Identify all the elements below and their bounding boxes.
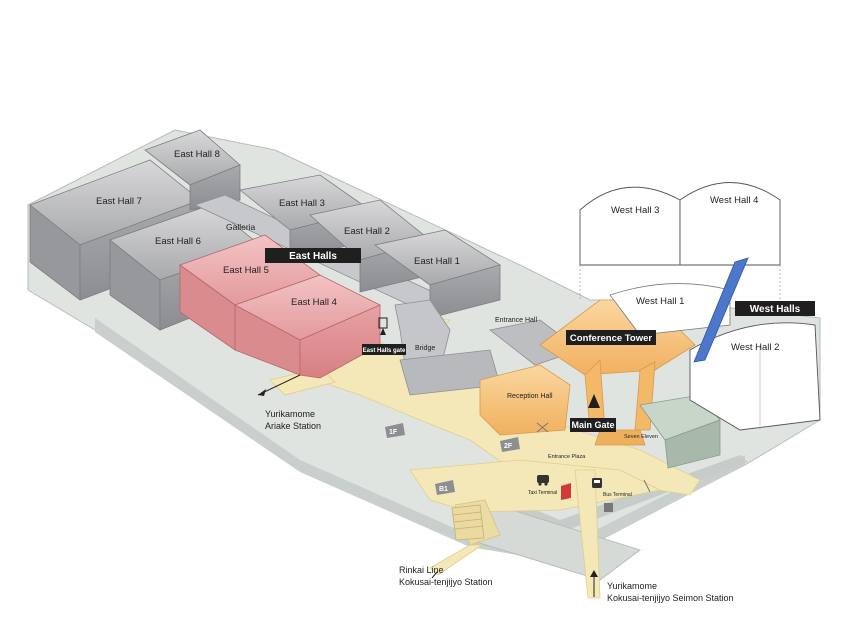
west-hall-4-label: West Hall 4	[710, 195, 758, 206]
bus-icon	[592, 478, 602, 488]
main-gate-tag-label: Main Gate	[571, 420, 614, 430]
seven-eleven-label: Seven Eleven	[624, 434, 658, 440]
east-hall-7-label: East Hall 7	[96, 196, 142, 207]
gate-marker-icon	[561, 483, 571, 500]
east-hall-4-label: East Hall 4	[291, 297, 337, 308]
east-halls-gate-tag[interactable]: East Halls gate	[362, 317, 406, 355]
bus-stop-icon	[604, 503, 613, 512]
conference-tower-tag-label: Conference Tower	[570, 333, 652, 344]
east-hall-4-building[interactable]	[234, 274, 381, 379]
floor-marker-2f: 2F	[500, 437, 520, 452]
reception-hall-label: Reception Hall	[507, 393, 553, 400]
rinkai-station-line1: Rinkai Line	[399, 565, 444, 575]
main-gate-tag[interactable]: Main Gate	[570, 394, 616, 432]
west-halls-tag-label: West Halls	[750, 304, 801, 315]
floor-marker-1f: 1F	[385, 423, 405, 438]
floor-1f-label: 1F	[389, 429, 398, 436]
west-halls-tag[interactable]: West Halls	[735, 301, 815, 316]
east-hall-2-label: East Hall 2	[344, 226, 390, 237]
floor-marker-b1: B1	[435, 480, 455, 495]
taxi-icon	[537, 475, 549, 486]
rinkai-station-line2: Kokusai-tenjijyo Station	[399, 577, 493, 587]
floor-2f-label: 2F	[504, 443, 513, 450]
rinkai-station-label[interactable]: Rinkai Line Kokusai-tenjijyo Station	[399, 565, 493, 587]
entrance-plaza-label: Entrance Plaza	[548, 454, 586, 460]
escalator	[693, 257, 749, 363]
east-hall-5-label: East Hall 5	[223, 265, 269, 276]
bridge-label: Bridge	[415, 345, 435, 352]
taxi-terminal-label: Taxi Terminal	[528, 490, 557, 496]
station-arrows	[257, 374, 598, 597]
seimon-station-label[interactable]: Yurikamome Kokusai-tenjijyo Seimon Stati…	[607, 581, 734, 603]
east-hall-6-label: East Hall 6	[155, 236, 201, 247]
reception-hall-building[interactable]	[479, 364, 571, 436]
stairs	[451, 504, 485, 541]
east-halls-gate-tag-label: East Halls gate	[363, 348, 406, 354]
east-hall-8-label: East Hall 8	[174, 149, 220, 160]
west-hall-4-building[interactable]	[679, 182, 781, 306]
ariake-station-line1: Yurikamome	[265, 409, 315, 419]
west-hall-1-label: West Hall 1	[636, 296, 684, 307]
galleria-label: Galleria	[226, 222, 256, 232]
ariake-station-line2: Ariake Station	[265, 421, 321, 431]
entrance-hall-label: Entrance Hall	[495, 317, 537, 324]
conference-tower-tag[interactable]: Conference Tower	[566, 330, 656, 345]
east-hall-3-label: East Hall 3	[279, 198, 325, 209]
floor-b1-label: B1	[439, 486, 448, 493]
west-hall-2-label: West Hall 2	[731, 342, 779, 353]
east-halls-tag-label: East Halls	[289, 251, 337, 262]
bus-terminal-label: Bus Terminal	[603, 492, 632, 498]
seimon-station-line2: Kokusai-tenjijyo Seimon Station	[607, 593, 734, 603]
east-hall-1-label: East Hall 1	[414, 256, 460, 267]
west-hall-3-label: West Hall 3	[611, 205, 659, 216]
plaza-marks	[536, 422, 651, 493]
ariake-station-label[interactable]: Yurikamome Ariake Station	[265, 409, 321, 431]
east-halls-tag[interactable]: East Halls	[265, 248, 361, 263]
seimon-station-line1: Yurikamome	[607, 581, 657, 591]
